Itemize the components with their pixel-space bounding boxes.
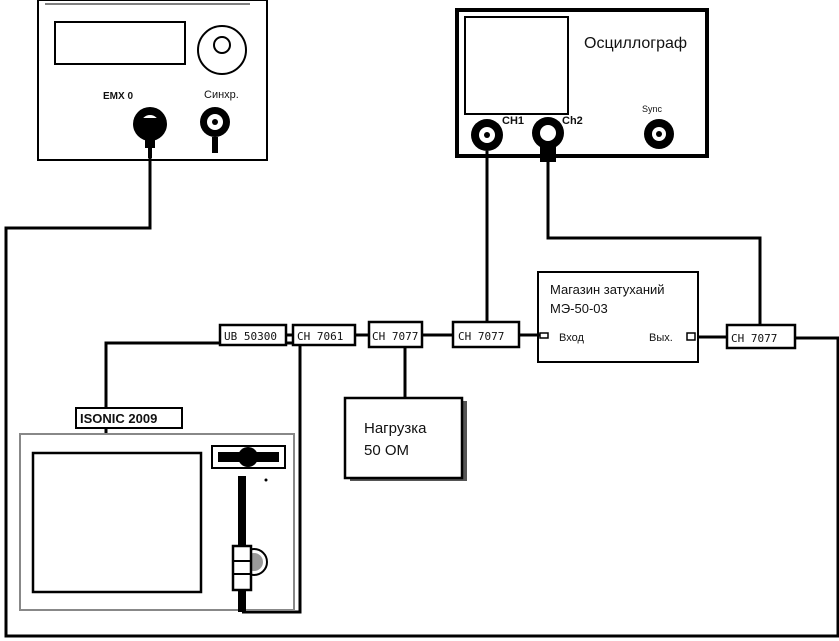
attenuator-title-line1: Магазин затуханий xyxy=(550,282,665,297)
isonic-knob xyxy=(238,447,258,467)
generator-panel: EMX 0 Синхр. xyxy=(37,0,268,161)
attenuator-output-label: Вых. xyxy=(649,332,673,344)
isonic-button-left xyxy=(218,452,242,462)
oscilloscope: Осциллограф CH1 Ch2 Sync xyxy=(455,8,709,162)
generator-knob xyxy=(197,25,247,75)
load-box xyxy=(343,396,464,480)
out-plug-body xyxy=(141,118,159,132)
oscilloscope-sync-connector xyxy=(644,119,674,149)
isonic-probe-cable xyxy=(238,476,246,548)
out-plug-tail xyxy=(148,148,152,158)
connector-ch7077-c-label: CH 7077 xyxy=(731,332,777,345)
load-line1: Нагрузка xyxy=(364,420,427,437)
out-plug-neck xyxy=(145,132,155,148)
isonic-title-box xyxy=(75,407,183,429)
connector-ub-label: UB 50300 xyxy=(224,330,277,343)
cable-generator-loop xyxy=(4,158,839,638)
attenuator-output-port xyxy=(686,332,696,341)
oscilloscope-title: Осциллограф xyxy=(584,35,687,52)
connector-chain: UB 50300 CH 7061 CH 7077 CH 7077 CH 7077 xyxy=(218,320,797,350)
isonic-button-right xyxy=(255,452,279,462)
generator-sync-connector xyxy=(200,107,230,153)
oscilloscope-screen xyxy=(464,16,569,115)
attenuator: Магазин затуханий МЭ-50-03 Вход Вых. xyxy=(537,271,699,363)
sync-connector-pin xyxy=(212,119,218,125)
generator-knob-center xyxy=(213,36,231,54)
isonic-title: ISONIC 2009 xyxy=(80,411,157,426)
load-line2: 50 ОМ xyxy=(364,442,409,459)
connector-ch7077-c xyxy=(725,323,797,350)
connector-ch7077-b xyxy=(451,320,521,349)
isonic-probe-body xyxy=(231,544,253,592)
isonic-device: ISONIC 2009 xyxy=(19,407,295,612)
oscilloscope-ch1-label: CH1 xyxy=(502,115,524,127)
generator-display xyxy=(54,21,186,65)
generator-out-connector xyxy=(133,107,167,158)
connector-ch7061-label: CH 7061 xyxy=(297,330,343,343)
attenuator-body xyxy=(537,271,699,363)
isonic-screen xyxy=(31,451,203,594)
isonic-probe-lead xyxy=(238,590,246,612)
oscilloscope-ch2-label: Ch2 xyxy=(562,115,583,127)
attenuator-input-port xyxy=(539,332,549,339)
connector-ub-50300 xyxy=(218,323,288,347)
generator-out-label: EMX 0 xyxy=(103,91,133,102)
load: Нагрузка 50 ОМ xyxy=(343,396,467,481)
connector-ch7061 xyxy=(291,323,357,347)
oscilloscope-sync-label: Sync xyxy=(642,104,663,114)
attenuator-input-label: Вход xyxy=(559,332,584,344)
isonic-indicator xyxy=(264,478,268,482)
oscilloscope-ch1-connector xyxy=(471,119,503,151)
oscilloscope-ch2-connector xyxy=(532,117,564,162)
cable-ch2 xyxy=(546,162,762,325)
generator-sync-label: Синхр. xyxy=(204,89,239,101)
sync-plug-stub xyxy=(212,137,218,153)
connector-ch7077-a xyxy=(367,320,424,349)
connector-ch7077-b-label: CH 7077 xyxy=(458,330,504,343)
attenuator-title-line2: МЭ-50-03 xyxy=(550,301,608,316)
connector-ch7077-a-label: CH 7077 xyxy=(372,330,418,343)
